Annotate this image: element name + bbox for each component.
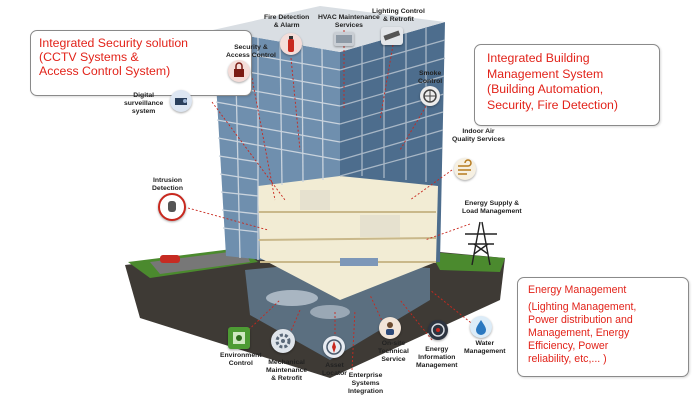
callout-integrated-security: Integrated Security solution (CCTV Syste… (30, 30, 252, 96)
desk-row (340, 258, 378, 266)
grass-right (430, 252, 505, 272)
callout-line: Management, Energy (528, 326, 630, 339)
roof (213, 6, 445, 52)
label-line: Detection (152, 185, 183, 192)
road (150, 250, 250, 274)
label-fire-detection: Fire Detection & Alarm (264, 14, 309, 30)
callout-energy-management: Energy Management (Lighting Management, … (517, 277, 689, 377)
environment-panel-icon (228, 327, 250, 349)
transmission-tower-icon (465, 221, 497, 266)
floor-line (257, 237, 437, 241)
label-line: Management (416, 362, 458, 369)
label-enterprise: Enterprise Systems Integration (348, 372, 383, 396)
label-line: & Alarm (273, 22, 300, 29)
label-line: Services (334, 22, 363, 29)
label-line: On-site (381, 340, 406, 347)
label-energy-supply: Energy Supply & Load Management (462, 200, 522, 216)
camera-icon (170, 90, 192, 112)
callout-line: Energy Management (528, 284, 627, 296)
label-line: system (131, 108, 156, 115)
callout-line: Security, Fire Detection) (487, 97, 618, 112)
label-onsite: On-site Technical Service (378, 340, 409, 364)
label-line: & Retrofit (382, 16, 414, 23)
lamp-icon (381, 27, 403, 45)
room-wall (300, 190, 330, 210)
callout-line: Integrated Building (487, 51, 590, 65)
label-line: surveillance (124, 100, 164, 107)
label-hvac: HVAC Maintenance Services (318, 14, 380, 30)
label-water: Water Management (464, 340, 506, 356)
label-line: Mechanical (268, 359, 305, 366)
label-line: Locator (322, 370, 347, 377)
label-line: Indoor Air (462, 128, 495, 135)
technician-icon (379, 317, 401, 339)
compass-icon (323, 336, 345, 358)
water-drop-icon (470, 316, 492, 338)
label-environment: Environment Control (220, 352, 262, 368)
room-wall (360, 215, 400, 237)
label-line: Control (418, 78, 443, 85)
basement-tank (266, 290, 318, 306)
label-line: Quality Services (452, 136, 505, 143)
callout-line: Power distribution and (528, 313, 633, 326)
basement-tank-2 (310, 305, 350, 319)
label-line: Integration (348, 388, 384, 395)
callout-line: Efficiency, Power (528, 339, 609, 352)
label-line: Control (228, 360, 253, 367)
label-line: Water (475, 340, 495, 347)
callout-line: (Building Automation, (487, 82, 604, 96)
label-line: Maintenance (266, 367, 308, 374)
label-line: Environment (220, 352, 262, 359)
label-line: Technical (378, 348, 409, 355)
fire-extinguisher-icon (280, 33, 302, 55)
label-mechanical: Mechanical Maintenance & Retrofit (266, 359, 307, 383)
callout-building-management: Integrated Building Management System (B… (474, 44, 660, 126)
label-line: Fire Detection (264, 14, 310, 21)
label-line: Load Management (462, 208, 522, 215)
label-line: Smoke (418, 70, 442, 77)
server-icon (428, 320, 448, 340)
callout-line: Management System (487, 66, 604, 81)
label-line: Intrusion (152, 177, 183, 184)
label-smoke-control: Smoke Control (418, 70, 442, 86)
label-line: Lighting Control (372, 8, 425, 15)
lock-icon (228, 60, 250, 82)
label-surveillance: Digital surveillance system (124, 92, 163, 116)
label-asset: Asset Locator (322, 362, 347, 378)
callout-line: Access Control System) (39, 64, 171, 78)
label-line: Service (381, 356, 406, 363)
label-line: Management (464, 348, 506, 355)
label-line: Access Control (226, 52, 276, 59)
label-line: Security & (234, 44, 268, 51)
gear-icon (271, 329, 295, 353)
car (160, 255, 180, 263)
callout-line: (Lighting Management, (528, 300, 637, 313)
label-line: HVAC Maintenance (318, 14, 380, 21)
label-line: Digital (133, 92, 155, 99)
label-intrusion: Intrusion Detection (152, 177, 183, 193)
label-line: Energy Supply & (464, 200, 520, 207)
label-lighting-control: Lighting Control & Retrofit (372, 8, 425, 24)
air-quality-icon (454, 158, 476, 180)
label-energy-info: Energy Information Management (416, 346, 458, 370)
label-line: Information (418, 354, 456, 361)
label-access-control: Security & Access Control (226, 44, 276, 60)
label-line: & Retrofit (271, 375, 303, 382)
window-grid-right (339, 27, 446, 182)
hvac-unit-icon (334, 32, 354, 46)
label-indoor-air: Indoor Air Quality Services (452, 128, 505, 144)
label-line: Systems (351, 380, 380, 387)
stop-hand-icon (158, 193, 186, 221)
label-line: Asset (325, 362, 344, 369)
label-line: Enterprise (348, 372, 383, 379)
callout-line: (CCTV Systems & (39, 50, 139, 64)
label-line: Energy (425, 346, 449, 353)
callout-line: Integrated Security solution (39, 36, 189, 50)
smoke-fan-icon (420, 86, 440, 106)
callout-line: reliability, etc,... ) (528, 352, 607, 365)
